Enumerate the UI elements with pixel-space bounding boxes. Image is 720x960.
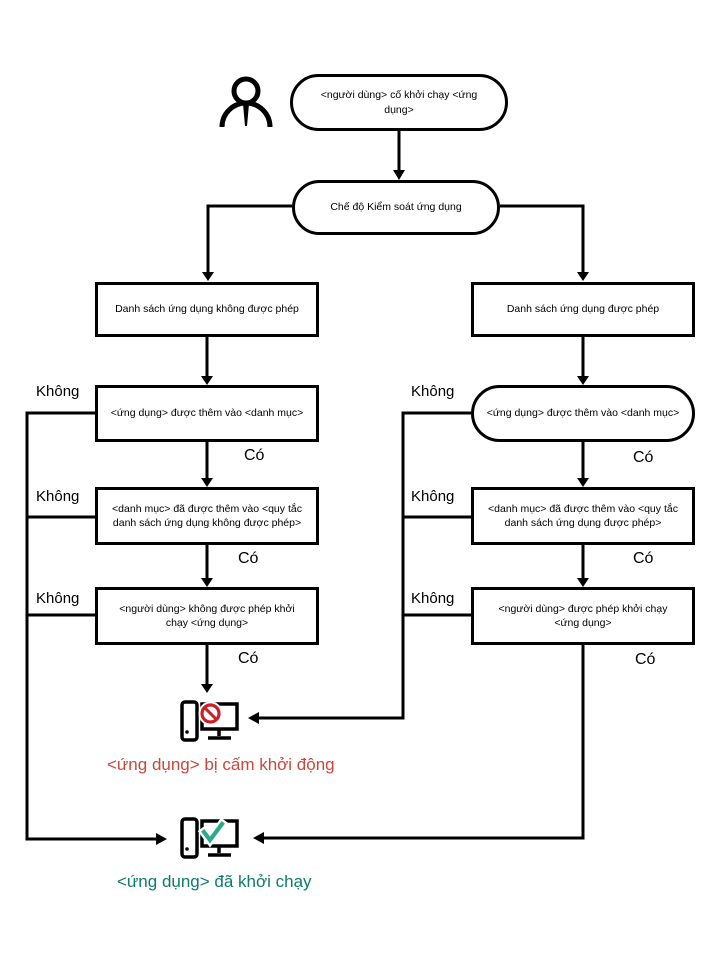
node-deny-category-added: <danh mục> đã được thêm vào <quy tắc dan… bbox=[95, 487, 319, 545]
label-no: Không bbox=[36, 383, 80, 400]
node-start: <người dùng> cố khởi chạy <ứng dụng> bbox=[290, 74, 508, 131]
node-deny-user: <người dùng> không được phép khởi chạy <… bbox=[95, 587, 319, 645]
node-allow-app-added: <ứng dụng> được thêm vào <danh mục> bbox=[471, 385, 695, 442]
label-yes: Có bbox=[238, 550, 259, 567]
label-yes: Có bbox=[633, 449, 654, 466]
node-deny-app-added: <ứng dụng> được thêm vào <danh mục> bbox=[95, 385, 319, 442]
outcome-started-text: <ứng dụng> đã khởi chạy bbox=[117, 872, 312, 891]
node-allow-user: <người dùng> được phép khởi chạy <ứng dụ… bbox=[471, 587, 695, 645]
node-allowlist: Danh sách ứng dụng được phép bbox=[471, 282, 695, 337]
outcome-blocked-text: <ứng dụng> bị cấm khởi động bbox=[107, 755, 335, 774]
prohibition-sign-icon bbox=[200, 703, 221, 724]
label-no: Không bbox=[411, 488, 455, 505]
connectors bbox=[25, 131, 585, 841]
arrowheads bbox=[156, 170, 589, 845]
label-yes: Có bbox=[244, 447, 265, 464]
label-no: Không bbox=[36, 590, 80, 607]
label-no: Không bbox=[411, 590, 455, 607]
label-no: Không bbox=[411, 383, 455, 400]
node-denylist: Danh sách ứng dụng không được phép bbox=[95, 282, 319, 337]
label-yes: Có bbox=[635, 651, 656, 668]
label-yes: Có bbox=[633, 550, 654, 567]
node-control-mode: Chế độ Kiểm soát ứng dụng bbox=[292, 180, 500, 235]
label-no: Không bbox=[36, 488, 80, 505]
user-icon bbox=[219, 76, 273, 128]
computer-blocked-icon bbox=[180, 700, 239, 742]
label-yes: Có bbox=[238, 650, 259, 667]
node-allow-category-added: <danh mục> đã được thêm vào <quy tắc dan… bbox=[471, 487, 695, 545]
computer-started-icon bbox=[180, 817, 239, 859]
check-icon bbox=[197, 817, 229, 848]
